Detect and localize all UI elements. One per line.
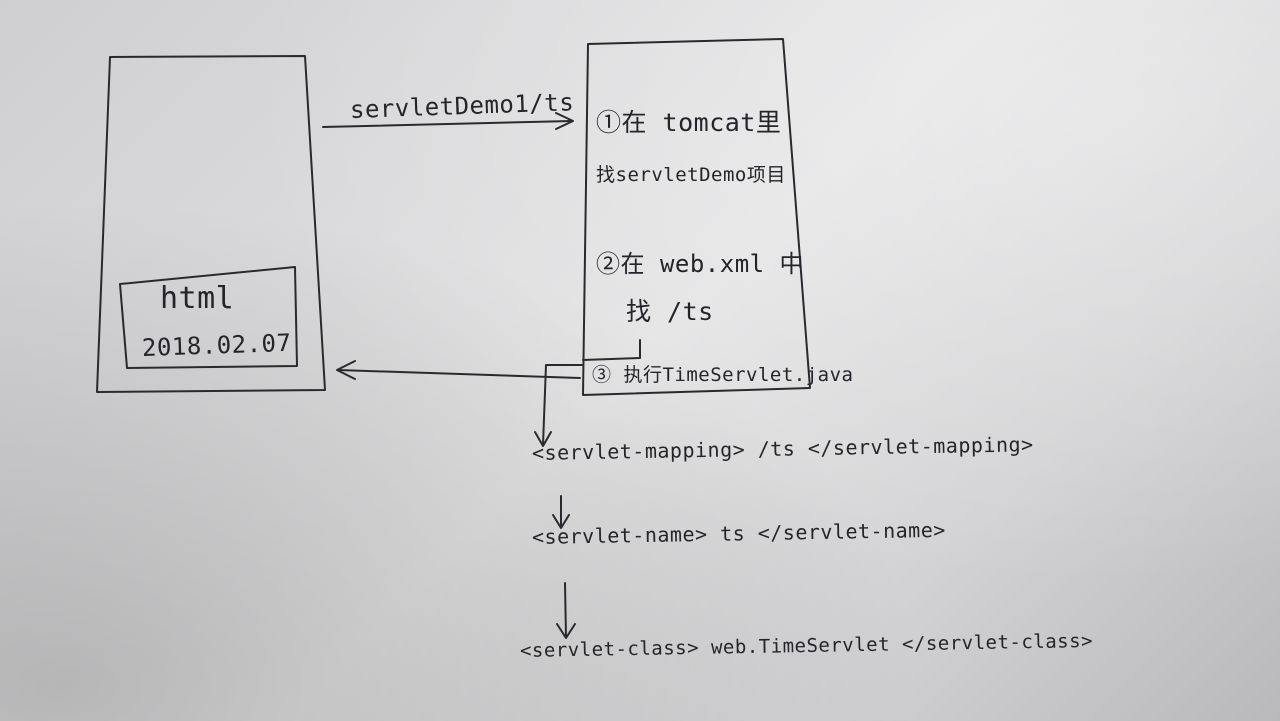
chain-connector — [542, 364, 583, 446]
chain-arrow-head-3 — [556, 623, 576, 639]
step3-line: ③ 执行TimeServlet.java — [592, 364, 854, 386]
request-arrow-head — [555, 112, 574, 130]
html-inner-box — [119, 266, 298, 369]
chain-arrow-3 — [564, 582, 567, 638]
step2-line2: 找 /ts — [626, 297, 714, 326]
step1-line2: 找servletDemo项目 — [596, 164, 786, 186]
server-box — [582, 38, 811, 396]
step3-bracket — [582, 339, 641, 361]
chain-arrow-head-2 — [552, 514, 570, 529]
browser-box — [96, 55, 326, 393]
step2-line1: ②在 web.xml 中 — [596, 250, 805, 278]
response-arrow-head — [336, 360, 356, 380]
html-label: html — [160, 281, 235, 316]
request-arrow — [322, 120, 573, 128]
response-arrow — [337, 369, 581, 379]
step1-line1: ①在 tomcat里 — [596, 108, 782, 137]
date-label: 2018.02.07 — [141, 328, 292, 362]
chain-arrow-head-1 — [534, 431, 552, 447]
